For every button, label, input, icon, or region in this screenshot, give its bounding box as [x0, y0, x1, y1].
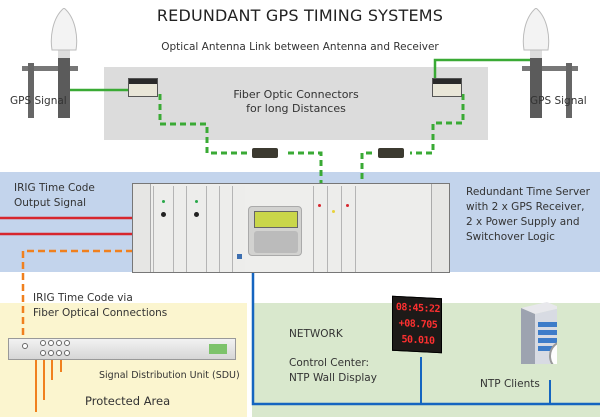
wall-display-line2: NTP Wall Display: [289, 372, 377, 384]
fiber-zone-line2: for long Distances: [246, 102, 346, 115]
bnc-input: [22, 343, 28, 349]
description-line: with 2 x GPS Receiver,: [466, 201, 585, 213]
network-port: [237, 254, 242, 259]
antenna-connector: [161, 212, 166, 217]
inline-fiber-connector-left: [252, 148, 278, 158]
bnc-output: [48, 350, 54, 356]
blank-slot: [206, 186, 219, 272]
bnc-output: [48, 340, 54, 346]
blank-slot: [173, 186, 186, 272]
gps-signal-right-label: GPS Signal: [530, 95, 587, 107]
protected-area-zone: [0, 303, 247, 417]
wall-display-line1: Control Center:: [289, 357, 369, 369]
power-supply-module-1: [313, 186, 327, 272]
sdu-label: Signal Distribution Unit (SDU): [99, 370, 240, 381]
power-connector: [209, 344, 227, 354]
fiber-link-left-down: [288, 151, 323, 186]
description-line: 2 x Power Supply and: [466, 216, 580, 228]
gps-antenna-left-icon: [22, 8, 78, 118]
blank-panel: [355, 186, 431, 272]
gps-receiver-module-2: [186, 186, 206, 272]
front-panel-display: [248, 206, 302, 256]
status-led: [195, 200, 198, 203]
wall-display-offset: +08.705: [398, 318, 438, 332]
fiber-zone-label: Fiber Optic Connectors for long Distance…: [104, 88, 488, 116]
status-led: [346, 204, 349, 207]
irig-fiber-line: [21, 249, 133, 345]
time-server-description: Redundant Time Server with 2 x GPS Recei…: [466, 185, 600, 245]
redundant-time-server-rack: [132, 183, 450, 273]
inline-fiber-connector-right: [378, 148, 404, 158]
gps-receiver-module-1: [153, 186, 173, 272]
status-led: [332, 210, 335, 213]
irig-output-line2: Output Signal: [14, 197, 87, 209]
io-module: [327, 186, 341, 272]
signal-distribution-unit: [8, 338, 236, 360]
ntp-wall-display: 08:45:22 +08.705 50.010: [392, 295, 442, 354]
wall-display-time: 08:45:22: [395, 301, 441, 316]
fiber-zone-line1: Fiber Optic Connectors: [233, 88, 359, 101]
irig-output-line1: IRIG Time Code: [14, 182, 95, 194]
diagram-title: REDUNDANT GPS TIMING SYSTEMS: [156, 6, 444, 25]
description-line: Switchover Logic: [466, 231, 555, 243]
network-label: NETWORK: [289, 328, 343, 340]
diagram-subtitle: Optical Antenna Link between Antenna and…: [161, 41, 439, 53]
wall-display-label: Control Center: NTP Wall Display: [289, 356, 399, 386]
bnc-output: [56, 350, 62, 356]
irig-output-label: IRIG Time Code Output Signal: [14, 181, 134, 211]
blank-slot: [219, 186, 232, 272]
wall-display-frequency: 50.010: [401, 334, 435, 347]
bnc-output: [40, 340, 46, 346]
power-supply-module-2: [341, 186, 355, 272]
status-led: [318, 204, 321, 207]
lcd-screen: [254, 211, 298, 228]
description-line: Redundant Time Server: [466, 186, 590, 198]
fiber-converter-right: [432, 78, 462, 97]
irig-fiber-line2: Fiber Optical Connections: [33, 307, 168, 319]
bnc-output: [64, 340, 70, 346]
irig-fiber-line1: IRIG Time Code via: [33, 292, 133, 304]
cpu-module: [232, 186, 245, 272]
gps-signal-left-label: GPS Signal: [10, 95, 67, 107]
fiber-converter-left: [128, 78, 158, 97]
rack-ear-left: [133, 184, 151, 272]
gps-antenna-right-icon: [522, 8, 578, 118]
bnc-output: [64, 350, 70, 356]
clock-icon: [549, 342, 557, 364]
ntp-clients-label: NTP Clients: [480, 378, 540, 390]
status-led: [162, 200, 165, 203]
antenna-connector: [194, 212, 199, 217]
bnc-output: [56, 340, 62, 346]
rack-ear-right: [431, 184, 449, 272]
network-backbone: [251, 262, 600, 406]
irig-fiber-label: IRIG Time Code via Fiber Optical Connect…: [33, 291, 233, 321]
protected-area-label: Protected Area: [85, 394, 171, 408]
fiber-optic-zone: [104, 67, 488, 140]
keypad[interactable]: [254, 231, 298, 253]
bnc-output: [40, 350, 46, 356]
fiber-link-left: [158, 94, 250, 155]
fiber-link-right-down: [360, 151, 372, 186]
ntp-client-server-icon: [521, 302, 557, 364]
